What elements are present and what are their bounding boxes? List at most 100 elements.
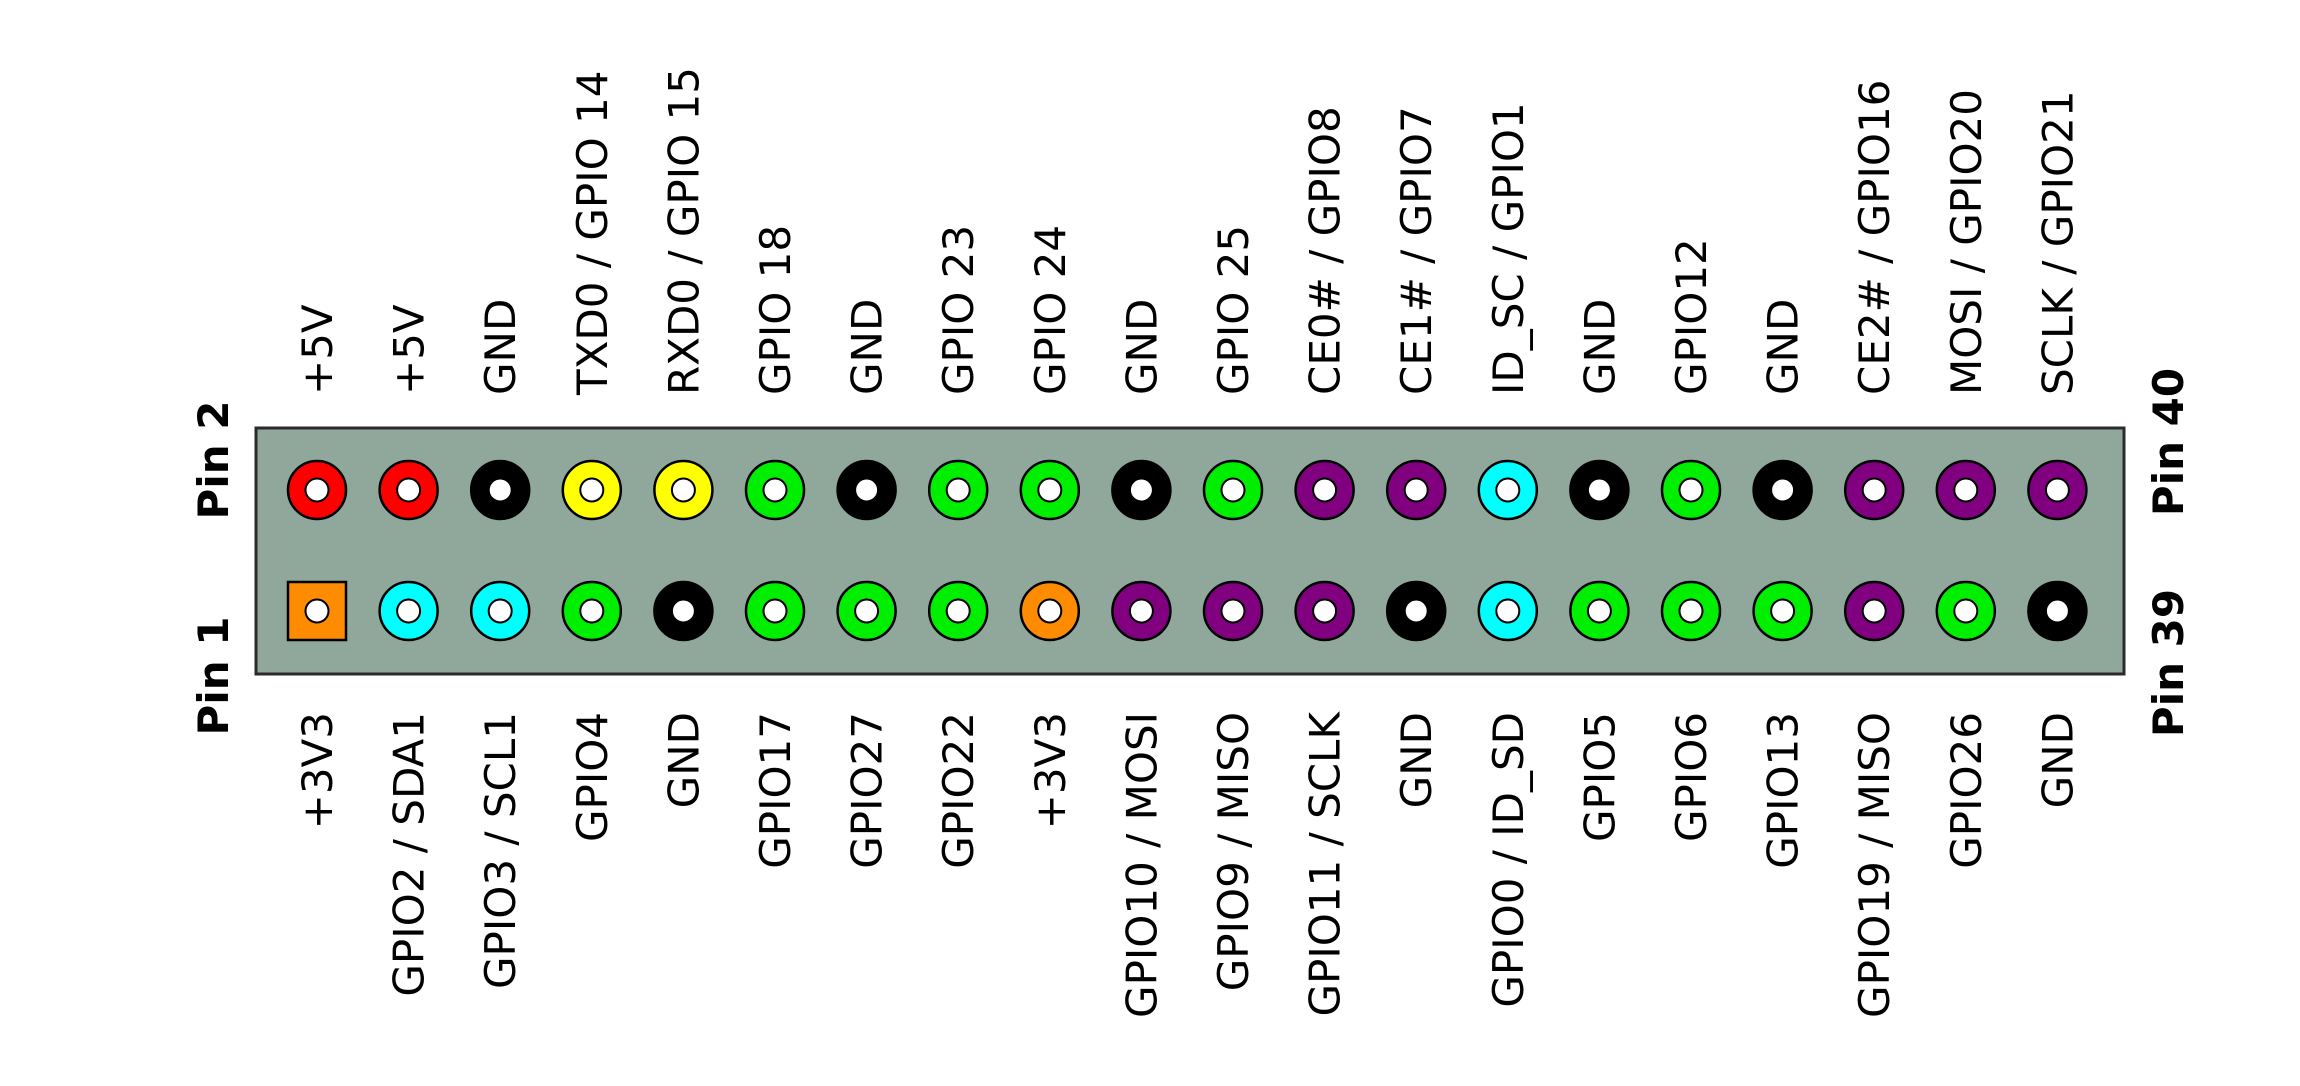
bottom-row-pin-17 bbox=[1752, 580, 1813, 642]
bottom-row-pin-label-7: GPIO27 bbox=[843, 712, 892, 869]
top-row-pin-label-11: GPIO 25 bbox=[1209, 225, 1258, 395]
edge-label-pin-1: Pin 1 bbox=[189, 617, 238, 736]
pin-hole bbox=[579, 477, 605, 503]
top-row-pin-label-16: GPIO12 bbox=[1667, 238, 1716, 395]
top-row-pin-label-14: ID_SC / GPIO1 bbox=[1484, 102, 1533, 395]
pin-hole bbox=[762, 477, 788, 503]
top-row-pin-11 bbox=[1202, 459, 1264, 521]
pin-group bbox=[286, 459, 2088, 642]
top-row-pin-6 bbox=[744, 459, 806, 521]
top-row-pin-9 bbox=[1019, 459, 1081, 521]
top-row-pin-16 bbox=[1660, 459, 1722, 521]
bottom-row-pin-12 bbox=[1294, 580, 1355, 642]
bottom-row-pin-4 bbox=[561, 580, 623, 642]
bottom-row-pin-label-9: +3V3 bbox=[1026, 712, 1075, 829]
top-row-pin-label-4: TXD0 / GPIO 14 bbox=[568, 71, 617, 396]
pin-hole bbox=[2044, 477, 2070, 503]
top-row-pin-19 bbox=[1935, 459, 1997, 521]
bottom-row-pin-label-1: +3V3 bbox=[293, 712, 342, 829]
pin-hole bbox=[1037, 598, 1063, 624]
bottom-row-pin-15 bbox=[1569, 580, 1630, 642]
bottom-row-pin-label-16: GPIO6 bbox=[1667, 712, 1716, 842]
bottom-row-pin-label-18: GPIO19 / MISO bbox=[1850, 712, 1899, 1018]
bottom-row-pin-label-4: GPIO4 bbox=[568, 712, 617, 842]
pin-hole bbox=[1861, 598, 1887, 624]
top-row-pin-7 bbox=[836, 459, 897, 521]
pin-hole bbox=[1128, 598, 1154, 624]
pin-hole bbox=[304, 477, 330, 503]
top-row-pin-label-6: GPIO 18 bbox=[751, 225, 800, 395]
pin-hole bbox=[1037, 477, 1063, 503]
top-row-pin-10 bbox=[1111, 459, 1172, 521]
bottom-row-pin-14 bbox=[1477, 580, 1539, 642]
pin-hole bbox=[396, 598, 422, 624]
pin-hole bbox=[304, 598, 330, 624]
bottom-row-pin-label-8: GPIO22 bbox=[934, 712, 983, 869]
bottom-row-pin-label-17: GPIO13 bbox=[1759, 712, 1808, 869]
pin-hole bbox=[1770, 598, 1796, 624]
edge-label-pin-40: Pin 40 bbox=[2144, 368, 2193, 516]
pin-hole bbox=[1678, 477, 1704, 503]
top-row-pin-label-2: +5V bbox=[385, 304, 434, 395]
bottom-row-pin-2 bbox=[378, 580, 439, 642]
bottom-row-pin-label-11: GPIO9 / MISO bbox=[1209, 712, 1258, 991]
bottom-row-pin-11 bbox=[1202, 580, 1264, 642]
pin-hole bbox=[579, 598, 605, 624]
pin-hole bbox=[1953, 477, 1979, 503]
top-row-pin-label-15: GND bbox=[1575, 299, 1624, 395]
bottom-row-pin-label-19: GPIO26 bbox=[1942, 712, 1991, 869]
pin-hole bbox=[487, 598, 513, 624]
top-row-pin-label-17: GND bbox=[1759, 299, 1808, 395]
bottom-row-pin-7 bbox=[836, 580, 897, 642]
pin-hole bbox=[1770, 477, 1796, 503]
pin-hole bbox=[945, 477, 971, 503]
pin-hole bbox=[1586, 477, 1612, 503]
bottom-row-pin-8 bbox=[927, 580, 989, 642]
top-row-pin-15 bbox=[1569, 459, 1630, 521]
pin-hole bbox=[1312, 477, 1338, 503]
pin-hole bbox=[1312, 598, 1338, 624]
top-row-pin-8 bbox=[927, 459, 989, 521]
top-row-pin-label-5: RXD0 / GPIO 15 bbox=[659, 67, 708, 395]
bottom-row-pin-5 bbox=[653, 580, 714, 642]
pin-hole bbox=[1495, 477, 1521, 503]
pin-hole bbox=[1220, 598, 1246, 624]
pin-hole bbox=[1953, 598, 1979, 624]
bottom-row-pin-6 bbox=[744, 580, 806, 642]
pin-hole bbox=[1403, 477, 1429, 503]
pin-hole bbox=[1220, 477, 1246, 503]
header-body bbox=[254, 426, 2126, 676]
pin-hole bbox=[670, 477, 696, 503]
top-row-pin-label-10: GND bbox=[1117, 299, 1166, 395]
top-row-pin-5 bbox=[653, 459, 714, 521]
bottom-row-pin-18 bbox=[1843, 580, 1905, 642]
bottom-row-pin-9 bbox=[1019, 580, 1081, 642]
pin-hole bbox=[1403, 598, 1429, 624]
top-row-pin-label-1: +5V bbox=[293, 304, 342, 395]
bottom-row-pin-label-2: GPIO2 / SDA1 bbox=[385, 712, 434, 997]
pin-hole bbox=[854, 477, 880, 503]
top-row-pin-3 bbox=[469, 459, 531, 521]
pin-hole bbox=[2044, 598, 2070, 624]
edge-label-pin-2: Pin 2 bbox=[189, 401, 238, 520]
pin-hole bbox=[1586, 598, 1612, 624]
pin-hole bbox=[1495, 598, 1521, 624]
top-row-pin-4 bbox=[561, 459, 623, 521]
top-row-pin-17 bbox=[1752, 459, 1813, 521]
pin-hole bbox=[1861, 477, 1887, 503]
bottom-row-pin-label-20: GND bbox=[2033, 712, 2082, 808]
top-row-pin-label-8: GPIO 23 bbox=[934, 225, 983, 395]
edge-label-pin-39: Pin 39 bbox=[2144, 589, 2193, 737]
top-row-pin-13 bbox=[1385, 459, 1447, 521]
top-row-pin-18 bbox=[1843, 459, 1905, 521]
bottom-row-pin-13 bbox=[1385, 580, 1447, 642]
top-row-pin-2 bbox=[378, 459, 439, 521]
top-row-pin-label-19: MOSI / GPIO20 bbox=[1942, 89, 1991, 395]
pin-hole bbox=[670, 598, 696, 624]
bottom-row-pin-19 bbox=[1935, 580, 1997, 642]
top-row-pin-1 bbox=[286, 459, 348, 521]
top-row-pin-14 bbox=[1477, 459, 1539, 521]
bottom-row-pin-1 bbox=[286, 580, 348, 642]
top-row-pin-20 bbox=[2027, 459, 2088, 521]
